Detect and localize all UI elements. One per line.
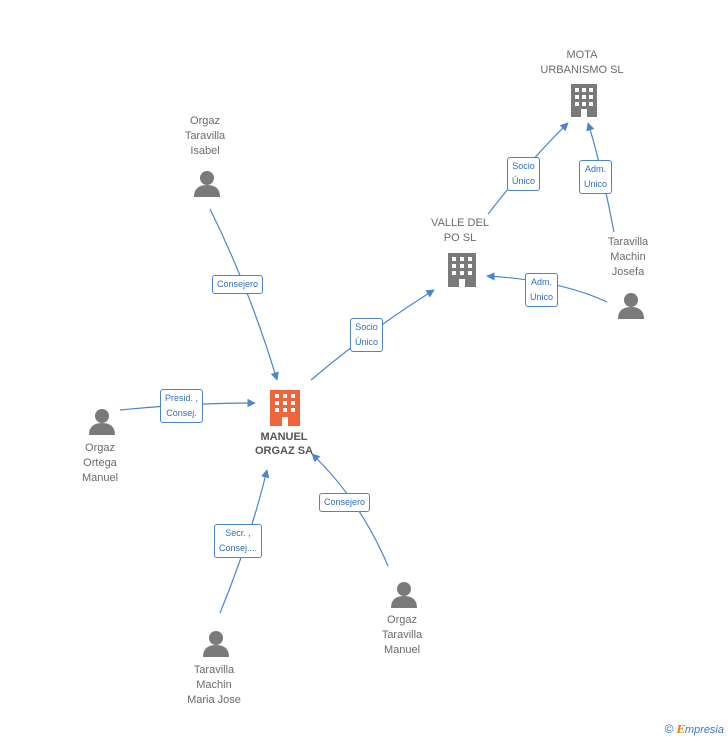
person-icon[interactable] xyxy=(618,293,644,319)
edge-label-line: Adm. xyxy=(531,277,553,287)
node-label-taravilla-machin-maria-jose[interactable]: Taravilla Machin Maria Jose xyxy=(159,663,269,708)
node-label-line: Maria Jose xyxy=(187,694,241,706)
person-icon[interactable] xyxy=(194,171,220,197)
edge-label-line: Unico xyxy=(530,292,554,302)
edge-label-line: Único xyxy=(355,337,379,347)
person-icon[interactable] xyxy=(391,582,417,608)
node-label-valle-del-po[interactable]: VALLE DEL PO SL xyxy=(405,216,515,246)
edge-label-socio-unico[interactable]: Socio Único xyxy=(507,157,541,191)
node-label-manuel-orgaz-sa[interactable]: MANUEL ORGAZ SA xyxy=(229,430,339,458)
edge-label-line: Consej.... xyxy=(219,543,258,553)
edge-label-presid-consej[interactable]: Presid. , Consej. xyxy=(160,389,204,423)
node-label-line: MANUEL xyxy=(260,431,308,443)
node-label-line: VALLE DEL xyxy=(431,217,489,229)
edge-label-consejero[interactable]: Consejero xyxy=(319,493,371,512)
edge-label-line: Secr. , xyxy=(225,528,251,538)
node-label-orgaz-taravilla-isabel[interactable]: Orgaz Taravilla Isabel xyxy=(150,114,260,159)
copyright-icon: © xyxy=(664,722,674,736)
node-label-line: Taravilla xyxy=(193,664,235,676)
node-label-line: URBANISMO SL xyxy=(540,64,624,76)
edge-label-line: Único xyxy=(512,176,536,186)
node-label-line: Taravilla xyxy=(607,236,649,248)
node-label-line: Orgaz xyxy=(387,614,417,626)
edge-label-line: Socio xyxy=(355,322,378,332)
node-label-line: Manuel xyxy=(81,472,119,484)
brand-name: mpresia xyxy=(684,724,724,736)
brand-initial: E xyxy=(676,723,685,736)
edge-label-adm-unico[interactable]: Adm. Unico xyxy=(525,273,559,307)
edge-isabel-to-main[interactable] xyxy=(209,208,279,381)
node-label-line: Taravilla xyxy=(381,629,423,641)
edge-label-line: Socio xyxy=(512,161,535,171)
node-label-taravilla-machin-josefa[interactable]: Taravilla Machin Josefa xyxy=(573,235,683,280)
edge-label-line: Adm. xyxy=(585,164,607,174)
person-icon[interactable] xyxy=(89,409,115,435)
main-company-building-icon[interactable] xyxy=(270,390,300,426)
node-label-line: Orgaz xyxy=(190,115,220,127)
node-label-line: PO SL xyxy=(443,232,477,244)
edge-label-line: Consejero xyxy=(324,497,366,507)
edge-label-line: Consej. xyxy=(166,408,197,418)
edge-label-line: Presid. , xyxy=(165,393,199,403)
node-label-orgaz-taravilla-manuel[interactable]: Orgaz Taravilla Manuel xyxy=(347,613,457,658)
node-label-line: Ortega xyxy=(83,457,117,469)
node-label-line: Machin xyxy=(610,251,646,263)
edge-label-line: Unico xyxy=(584,179,608,189)
person-icon[interactable] xyxy=(203,631,229,657)
edge-label-line: Consejero xyxy=(217,279,259,289)
building-icon[interactable] xyxy=(448,253,476,287)
edge-label-consejero[interactable]: Consejero xyxy=(212,275,264,294)
edge-label-secr-consej[interactable]: Secr. , Consej.... xyxy=(214,524,263,558)
building-icon[interactable] xyxy=(571,84,597,117)
node-label-line: Taravilla xyxy=(184,130,226,142)
edge-label-adm-unico[interactable]: Adm. Unico xyxy=(579,160,613,194)
node-label-line: Isabel xyxy=(190,145,220,157)
node-label-line: Manuel xyxy=(383,644,421,656)
node-label-line: Orgaz xyxy=(85,442,115,454)
empresia-watermark[interactable]: ©Empresia xyxy=(665,722,724,736)
node-label-line: Machin xyxy=(196,679,232,691)
node-label-line: MOTA xyxy=(566,49,598,61)
node-label-line: Josefa xyxy=(611,266,645,278)
node-label-mota-urbanismo[interactable]: MOTA URBANISMO SL xyxy=(527,48,637,78)
node-label-line: ORGAZ SA xyxy=(254,445,314,457)
node-label-orgaz-ortega-manuel[interactable]: Orgaz Ortega Manuel xyxy=(45,441,155,486)
edge-label-socio-unico[interactable]: Socio Único xyxy=(350,318,384,352)
